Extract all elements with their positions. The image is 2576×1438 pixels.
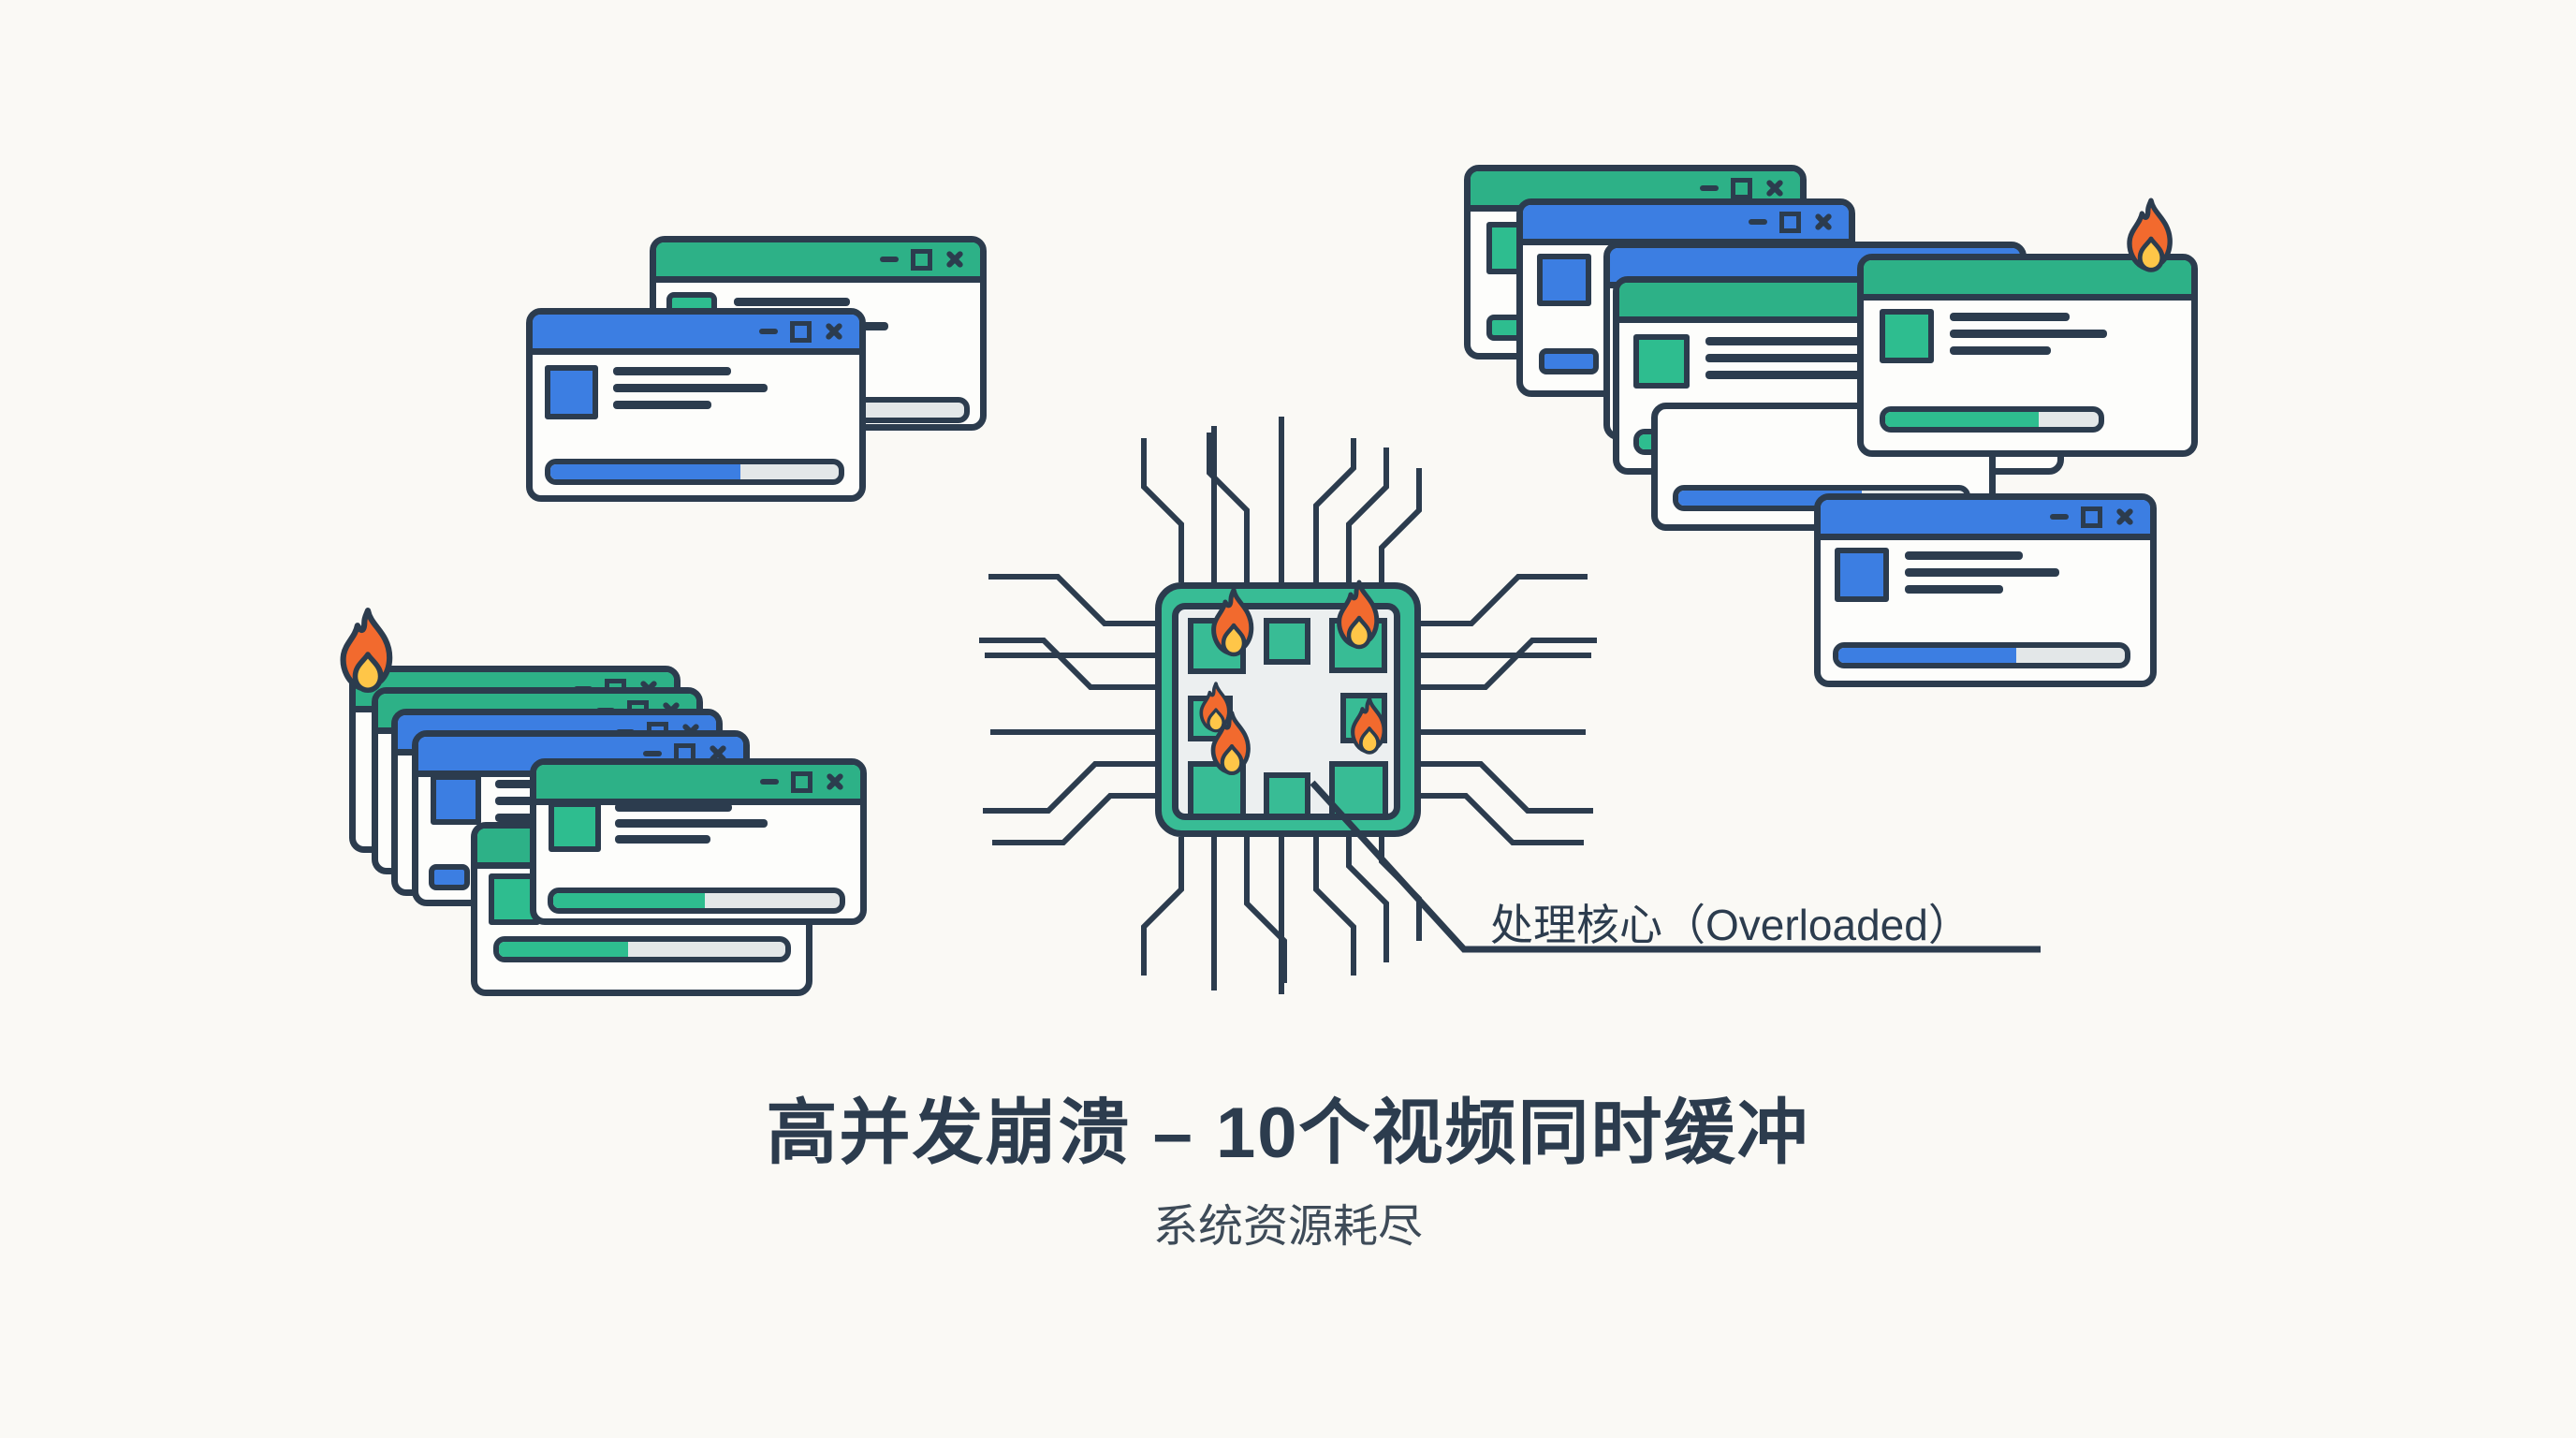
text-line: [613, 367, 731, 375]
text-line: [615, 803, 732, 812]
window-titlebar: [656, 242, 980, 283]
minimize-icon: [759, 329, 778, 334]
buffer-progress-bar: [545, 459, 844, 485]
text-line: [615, 835, 710, 844]
window-controls: [1749, 211, 1834, 233]
fire-icon: [1206, 710, 1258, 783]
cpu-cell: [1264, 618, 1310, 665]
minimize-icon: [1700, 185, 1719, 191]
text-line: [1905, 585, 2003, 594]
text-line: [1705, 371, 1930, 379]
video-thumbnail: [1633, 334, 1690, 389]
text-line: [613, 384, 768, 392]
minimize-icon: [880, 257, 899, 262]
window-controls: [2050, 506, 2135, 528]
browser-window-blue: [1814, 493, 2157, 687]
browser-window-blue: [526, 308, 866, 502]
buffer-progress-bar: [1833, 642, 2130, 668]
minimize-icon: [760, 779, 779, 785]
buffer-progress-bar: [1880, 406, 2104, 433]
progress-fill: [550, 464, 741, 479]
caption-subtitle: 系统资源耗尽: [1152, 1202, 1423, 1252]
cpu-cell: [1329, 761, 1388, 819]
text-line: [1905, 551, 2023, 560]
progress-fill: [1885, 412, 2040, 427]
text-line: [1905, 568, 2059, 577]
progress-fill: [1838, 648, 2016, 663]
window-controls: [759, 320, 844, 343]
text-line: [615, 819, 768, 828]
text-line: [734, 298, 850, 306]
browser-window-green-burning: [1857, 254, 2198, 457]
maximize-icon: [790, 320, 812, 343]
minimize-icon: [2050, 514, 2069, 520]
progress-fill: [499, 942, 628, 957]
close-icon: [2115, 506, 2135, 527]
cpu-cell: [1264, 772, 1310, 819]
video-thumbnail: [549, 801, 601, 852]
window-controls: [1700, 177, 1785, 199]
text-line: [1950, 346, 2051, 355]
video-thumbnail: [431, 774, 481, 825]
video-thumbnail: [1835, 548, 1889, 602]
callout-label: 处理核心（Overloaded）: [1490, 901, 1971, 949]
maximize-icon: [1779, 211, 1801, 233]
maximize-icon: [1731, 177, 1752, 199]
window-controls: [760, 770, 845, 793]
video-thumbnail: [1539, 348, 1599, 374]
video-thumbnail: [545, 365, 598, 419]
video-thumbnail: [429, 864, 470, 890]
close-icon: [1764, 178, 1785, 198]
text-line: [613, 401, 711, 409]
text-line: [1950, 313, 2070, 321]
close-icon: [1813, 212, 1834, 232]
caption-title: 高并发崩溃 – 10个视频同时缓冲: [766, 1093, 1810, 1173]
text-line: [1950, 330, 2107, 338]
fire-icon: [1346, 695, 1393, 762]
fire-icon: [1331, 579, 1387, 657]
maximize-icon: [2081, 506, 2102, 528]
video-thumbnail: [1537, 254, 1591, 306]
video-thumbnail: [1880, 309, 1934, 363]
browser-window-green-front: [530, 758, 867, 925]
maximize-icon: [911, 248, 932, 271]
buffer-progress-bar: [493, 936, 791, 962]
buffer-progress-bar: [548, 888, 845, 914]
window-controls: [880, 248, 965, 271]
minimize-icon: [643, 751, 662, 756]
window-titlebar: [533, 315, 859, 355]
fire-icon: [1206, 586, 1262, 665]
fire-icon: [2117, 198, 2185, 279]
minimize-icon: [1749, 219, 1767, 225]
maximize-icon: [791, 770, 812, 793]
progress-fill: [553, 893, 706, 908]
